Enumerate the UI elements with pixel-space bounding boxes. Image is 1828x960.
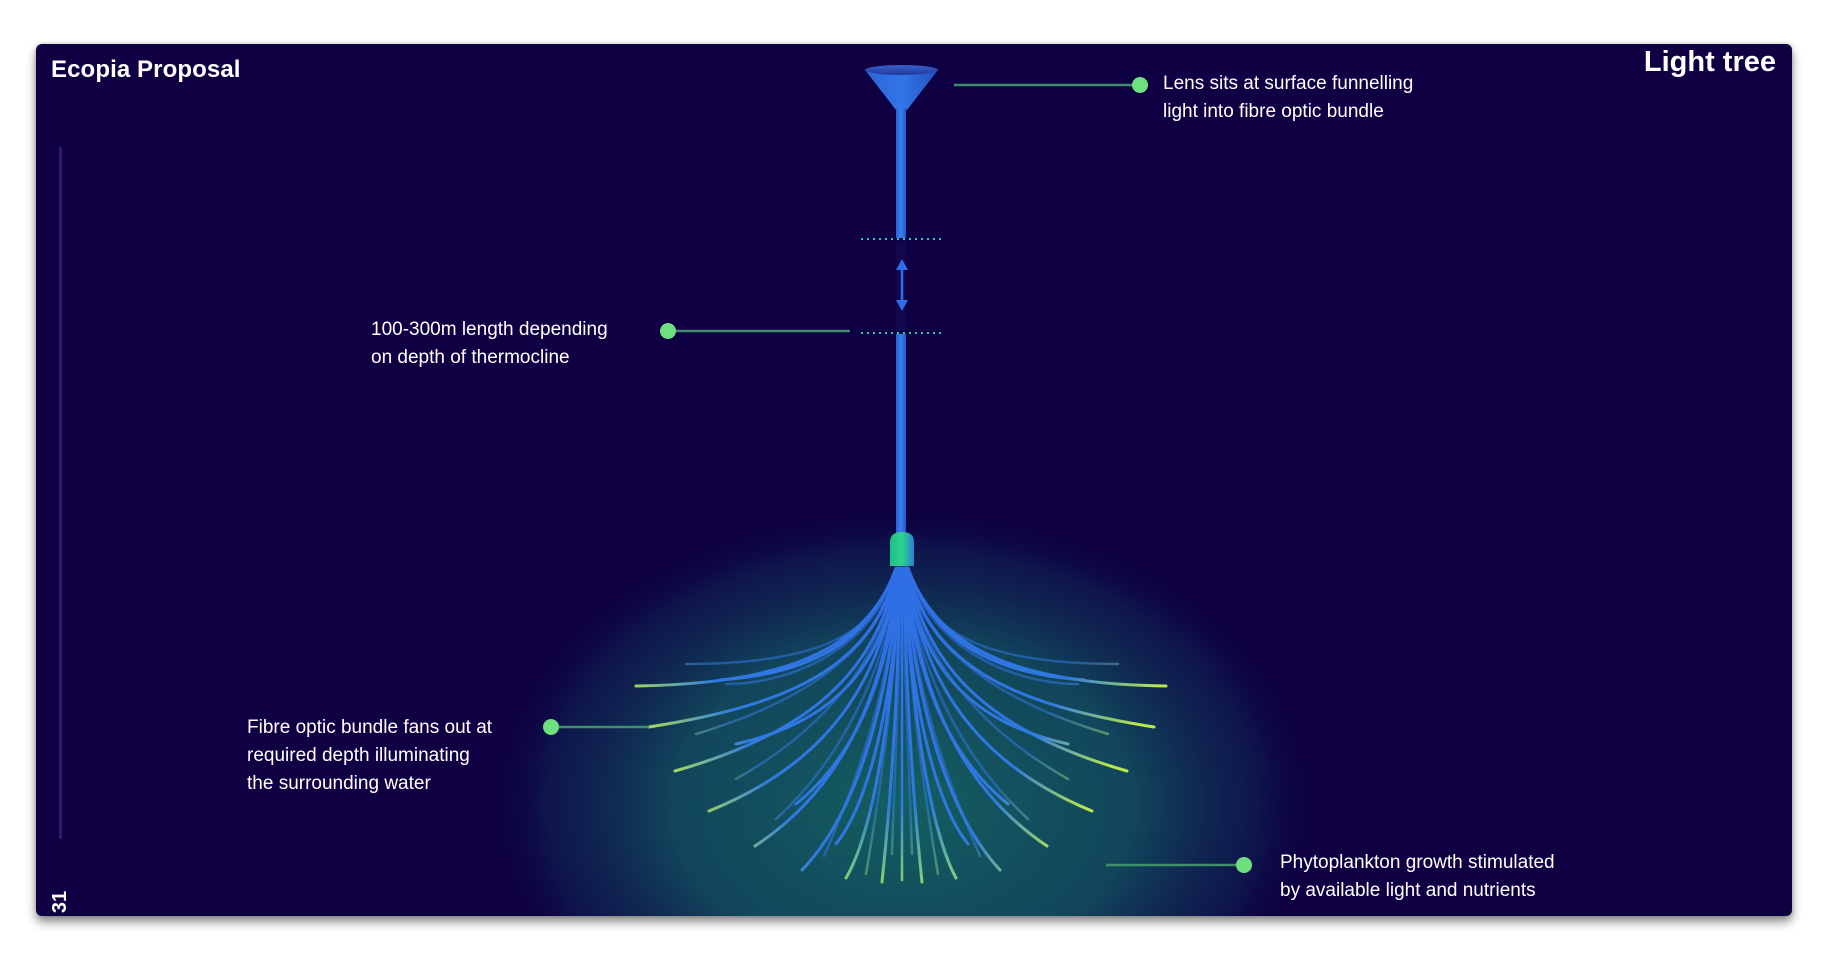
side-rule	[59, 147, 62, 839]
callout-line: the surrounding water	[247, 773, 431, 794]
fibre-bundle	[634, 566, 1168, 884]
callout-line: Fibre optic bundle fans out at	[247, 717, 493, 738]
callout-line: on depth of thermocline	[371, 347, 570, 368]
callout-bundle: Fibre optic bundle fans out at required …	[247, 714, 492, 798]
callout-length: 100-300m length depending on depth of th…	[371, 316, 608, 372]
callout-lens: Lens sits at surface funnelling light in…	[1163, 70, 1413, 126]
callout-line: 100-300m length depending	[371, 319, 608, 340]
double-arrow-icon	[896, 259, 908, 311]
callout-dot-icon	[1132, 77, 1148, 93]
lens-funnel-icon	[865, 65, 938, 110]
callout-line: Lens sits at surface funnelling	[1163, 73, 1414, 94]
fibre-stem-lower	[896, 334, 906, 534]
bundle-cap	[890, 532, 914, 566]
callout-phytoplankton-connector	[1106, 857, 1252, 873]
callout-length-connector	[660, 323, 850, 339]
callout-dot-icon	[543, 719, 559, 735]
callout-line: by available light and nutrients	[1280, 880, 1536, 901]
slide: Ecopia Proposal Light tree 31	[36, 44, 1792, 916]
callout-line: light into fibre optic bundle	[1163, 101, 1384, 122]
callout-line: Phytoplankton growth stimulated	[1280, 852, 1555, 873]
slide-title: Light tree	[1643, 46, 1776, 78]
callout-bundle-connector	[543, 719, 649, 735]
brand-title: Ecopia Proposal	[51, 56, 241, 83]
callout-dot-icon	[660, 323, 676, 339]
fibre-stem-upper	[896, 108, 906, 238]
callout-phytoplankton: Phytoplankton growth stimulated by avail…	[1280, 849, 1555, 905]
callout-lens-connector	[954, 77, 1148, 93]
callout-line: required depth illuminating	[247, 745, 470, 766]
callout-dot-icon	[1236, 857, 1252, 873]
light-tree-diagram	[483, 65, 1323, 916]
